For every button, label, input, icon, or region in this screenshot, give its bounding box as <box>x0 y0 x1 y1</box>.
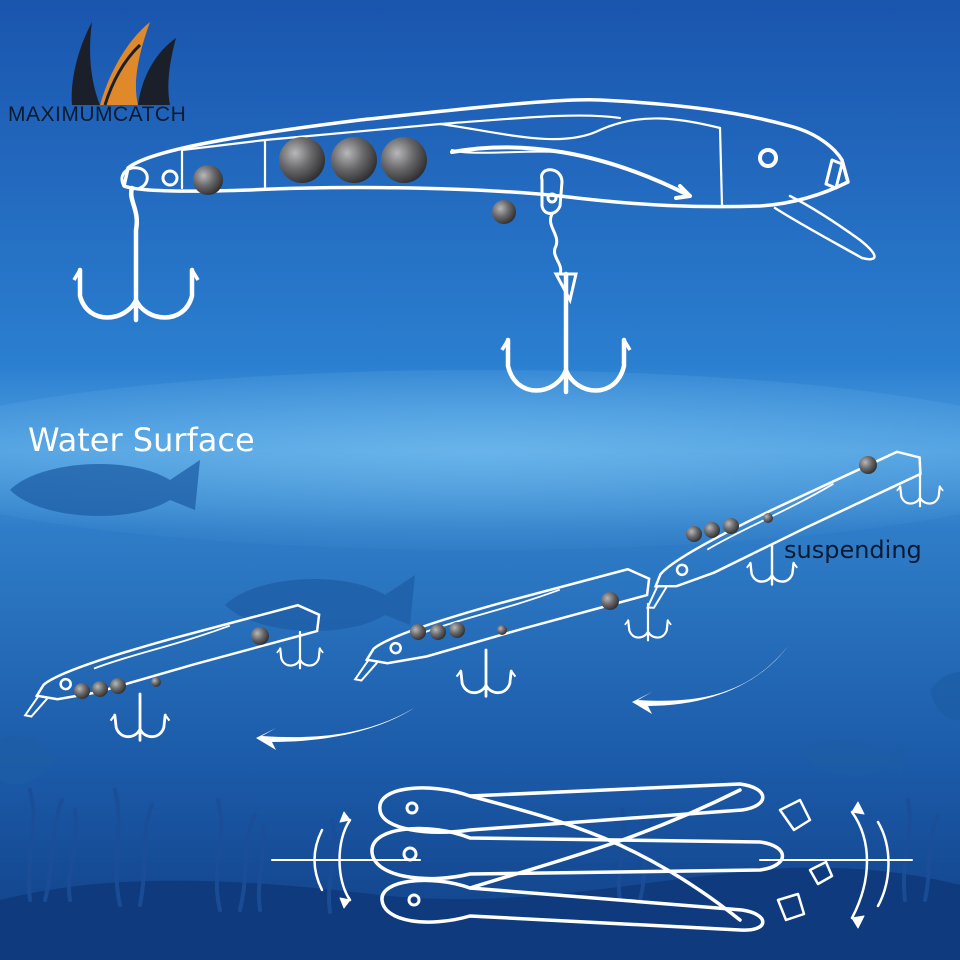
weight-ball-icon <box>74 627 269 699</box>
treble-hook-icon <box>500 271 632 395</box>
weight-ball-icon <box>686 456 877 542</box>
treble-hook-icon <box>72 185 200 323</box>
fish-silhouette-icon <box>0 460 960 784</box>
water-surface-label: Water Surface <box>28 421 255 459</box>
seabed <box>0 867 960 960</box>
seaweed-icon <box>26 788 940 914</box>
surface-glow <box>0 370 960 550</box>
lure-diagram-large <box>120 98 876 276</box>
curved-arrow-icon <box>450 145 692 200</box>
weight-ball-icon <box>193 137 516 224</box>
suspending-label: suspending <box>784 536 922 564</box>
weight-ball-icon <box>410 592 619 640</box>
curved-arrow-icon <box>256 646 788 750</box>
brand-logo-icon <box>71 22 176 106</box>
wobble-diagram <box>271 782 913 932</box>
brand-name: MAXIMUMCATCH <box>8 103 187 126</box>
